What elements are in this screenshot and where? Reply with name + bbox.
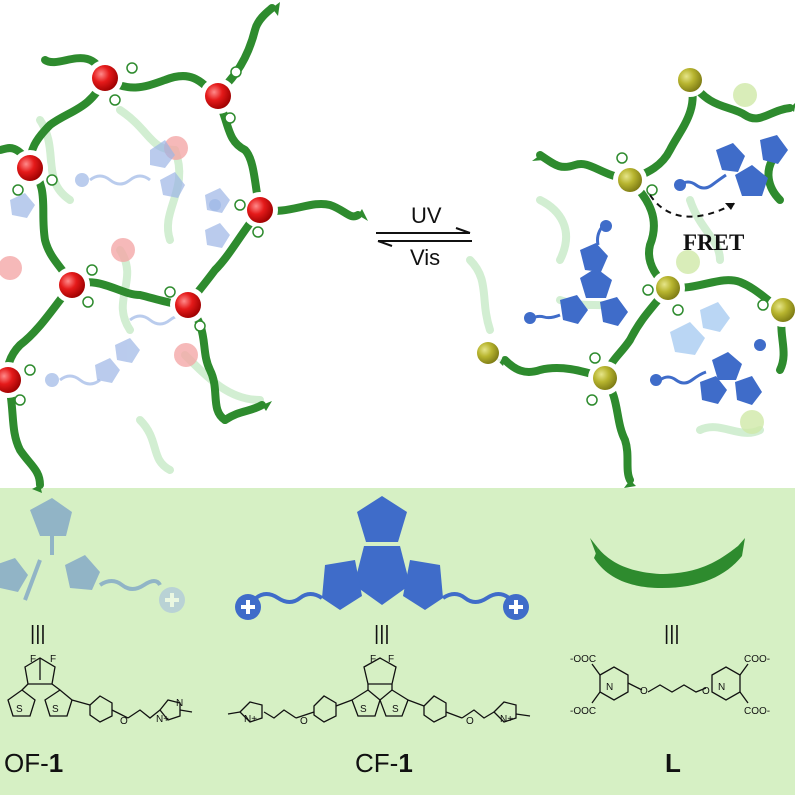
cf1-structure — [227, 657, 531, 723]
cf-molecule — [560, 243, 628, 326]
atom-label: -OOC — [570, 706, 596, 717]
olive-node — [473, 338, 503, 368]
equiv-symbol: ||| — [30, 623, 46, 645]
red-node — [87, 60, 123, 96]
left-network — [0, 2, 368, 493]
olive-node — [651, 271, 685, 305]
fret-label: FRET — [683, 230, 745, 255]
atom-label: O — [640, 686, 648, 697]
atom-label: S — [392, 704, 399, 715]
right-network — [466, 63, 795, 488]
olive-node — [588, 361, 622, 395]
atom-label: N+ — [244, 714, 257, 725]
atom-label: N+ — [500, 714, 513, 725]
of1-icon — [0, 498, 100, 592]
uv-label: UV — [411, 203, 442, 228]
atom-label: F — [370, 654, 376, 665]
atom-label: O — [120, 716, 128, 727]
atom-label: COO- — [744, 654, 770, 665]
atom-label: F — [388, 654, 394, 665]
atom-label: S — [52, 704, 59, 715]
ligand-icon — [594, 538, 745, 588]
l-structure — [591, 663, 749, 704]
of1-structure — [7, 657, 193, 723]
atom-label: F — [50, 654, 56, 665]
atom-label: N — [606, 682, 613, 693]
atom-label: N — [718, 682, 725, 693]
red-node — [54, 267, 90, 303]
vis-label: Vis — [410, 245, 441, 270]
red-node — [200, 78, 236, 114]
compound-label-cf1: CF-1 — [355, 748, 413, 778]
atom-label: O — [466, 716, 474, 727]
atom-label: S — [360, 704, 367, 715]
red-node — [12, 150, 48, 186]
atom-label: S — [16, 704, 23, 715]
olive-node — [766, 293, 795, 327]
cf-molecule — [716, 135, 788, 196]
atom-label: N — [176, 698, 183, 709]
equiv-symbol: ||| — [374, 623, 390, 645]
olive-node — [613, 163, 647, 197]
red-node — [242, 192, 278, 228]
cf-molecule — [700, 352, 762, 405]
fret-arrow — [649, 194, 736, 218]
compound-label-of1: OF-1 — [4, 748, 64, 778]
atom-label: O — [702, 686, 710, 697]
olive-node — [673, 63, 707, 97]
atom-label: -OOC — [570, 654, 596, 665]
red-node — [170, 287, 206, 323]
equiv-symbol: ||| — [664, 623, 680, 645]
red-node — [0, 362, 26, 398]
equilibrium-arrows — [376, 227, 472, 247]
atom-label: F — [30, 654, 36, 665]
atom-label: N+ — [156, 714, 169, 725]
atom-label: COO- — [744, 706, 770, 717]
cf1-icon — [322, 496, 443, 610]
compound-label-l: L — [665, 748, 681, 778]
atom-label: O — [300, 716, 308, 727]
